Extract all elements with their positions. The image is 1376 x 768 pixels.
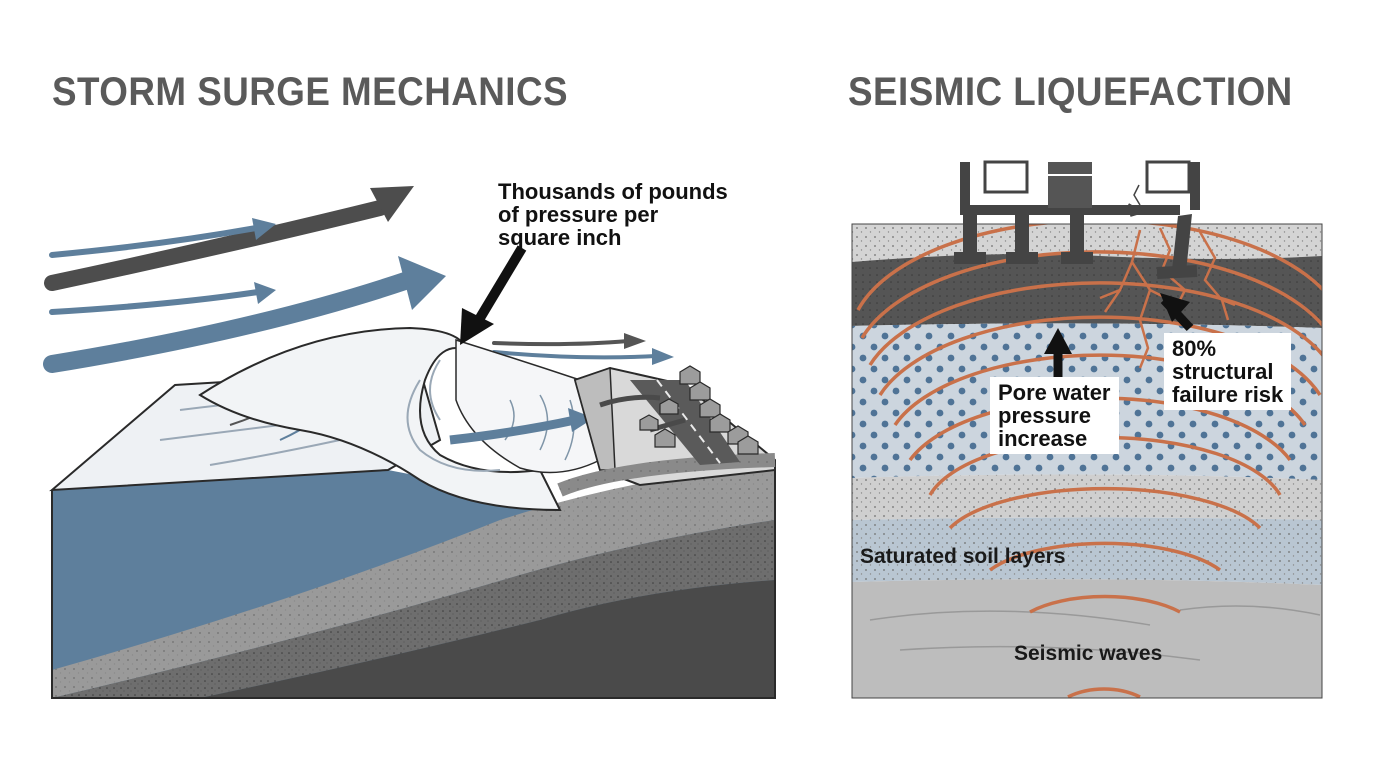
pressure-label-line: Thousands of pounds <box>498 179 728 204</box>
pore-label-line: increase <box>998 426 1088 452</box>
bedrock-base <box>852 579 1322 698</box>
pore-label-line: Pore water <box>998 380 1111 405</box>
structural-label-line: failure risk <box>1172 382 1284 408</box>
storm-surge-title: STORM SURGE MECHANICS <box>52 70 569 114</box>
seismic-liquefaction-title: SEISMIC LIQUEFACTION <box>848 70 1293 114</box>
storm-surge-diagram <box>43 186 776 699</box>
building-structure <box>954 160 1200 280</box>
coastal-town <box>557 365 776 497</box>
breaking-wave <box>198 326 601 512</box>
pore-label-line: pressure <box>998 403 1091 429</box>
pressure-label: Thousands of pounds of pressure per squa… <box>498 180 728 249</box>
pressure-label-line: square inch <box>498 225 622 251</box>
structural-failure-label: 80% structural failure risk <box>1164 333 1292 411</box>
structural-label-line: 80% <box>1172 336 1217 361</box>
structural-label-line: structural <box>1172 359 1274 385</box>
seismic-waves-label: Seismic waves <box>1014 642 1163 665</box>
pressure-arrow <box>475 245 527 321</box>
pressure-label-line: of pressure per <box>498 202 659 228</box>
saturated-soil-label: Saturated soil layers <box>860 545 1066 568</box>
wind-arrows <box>43 186 674 373</box>
bedrock-layer <box>200 580 775 698</box>
pore-pressure-label: Pore water pressure increase <box>990 377 1119 455</box>
